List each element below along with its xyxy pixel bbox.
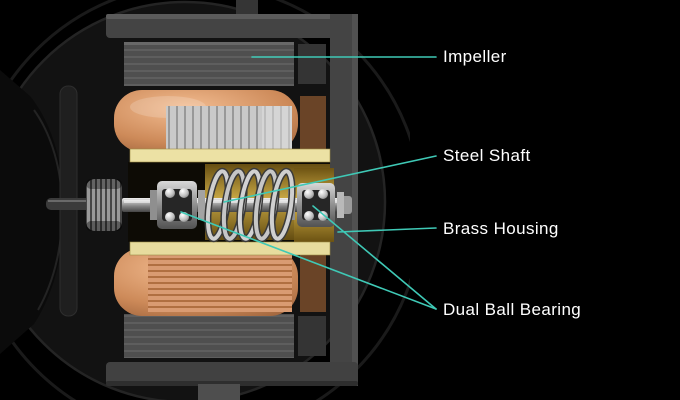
callout-line-bearing-left [180,211,437,310]
label-dual-ball-bearing: Dual Ball Bearing [443,300,582,319]
spring-coil [204,167,296,243]
callout-line-steel-shaft [223,155,437,203]
fan-blade [0,70,65,354]
callout-line-brass-housing [337,227,437,233]
winding-coil-texture [148,254,292,312]
callout-line-bearing-right [312,205,437,310]
impeller-part [124,42,294,358]
label-brass-housing: Brass Housing [443,219,559,238]
brass-housing-band-top [129,148,331,163]
impeller-block-bottom [124,314,294,358]
label-steel-shaft: Steel Shaft [443,146,531,165]
impeller-block-top [124,42,294,86]
casing-foot [198,384,240,400]
callout-lines [180,56,437,310]
label-impeller: Impeller [443,47,507,66]
knurled-knob [86,179,122,231]
ball-bearing-left [157,181,197,229]
brass-housing-band-bottom [129,241,331,256]
